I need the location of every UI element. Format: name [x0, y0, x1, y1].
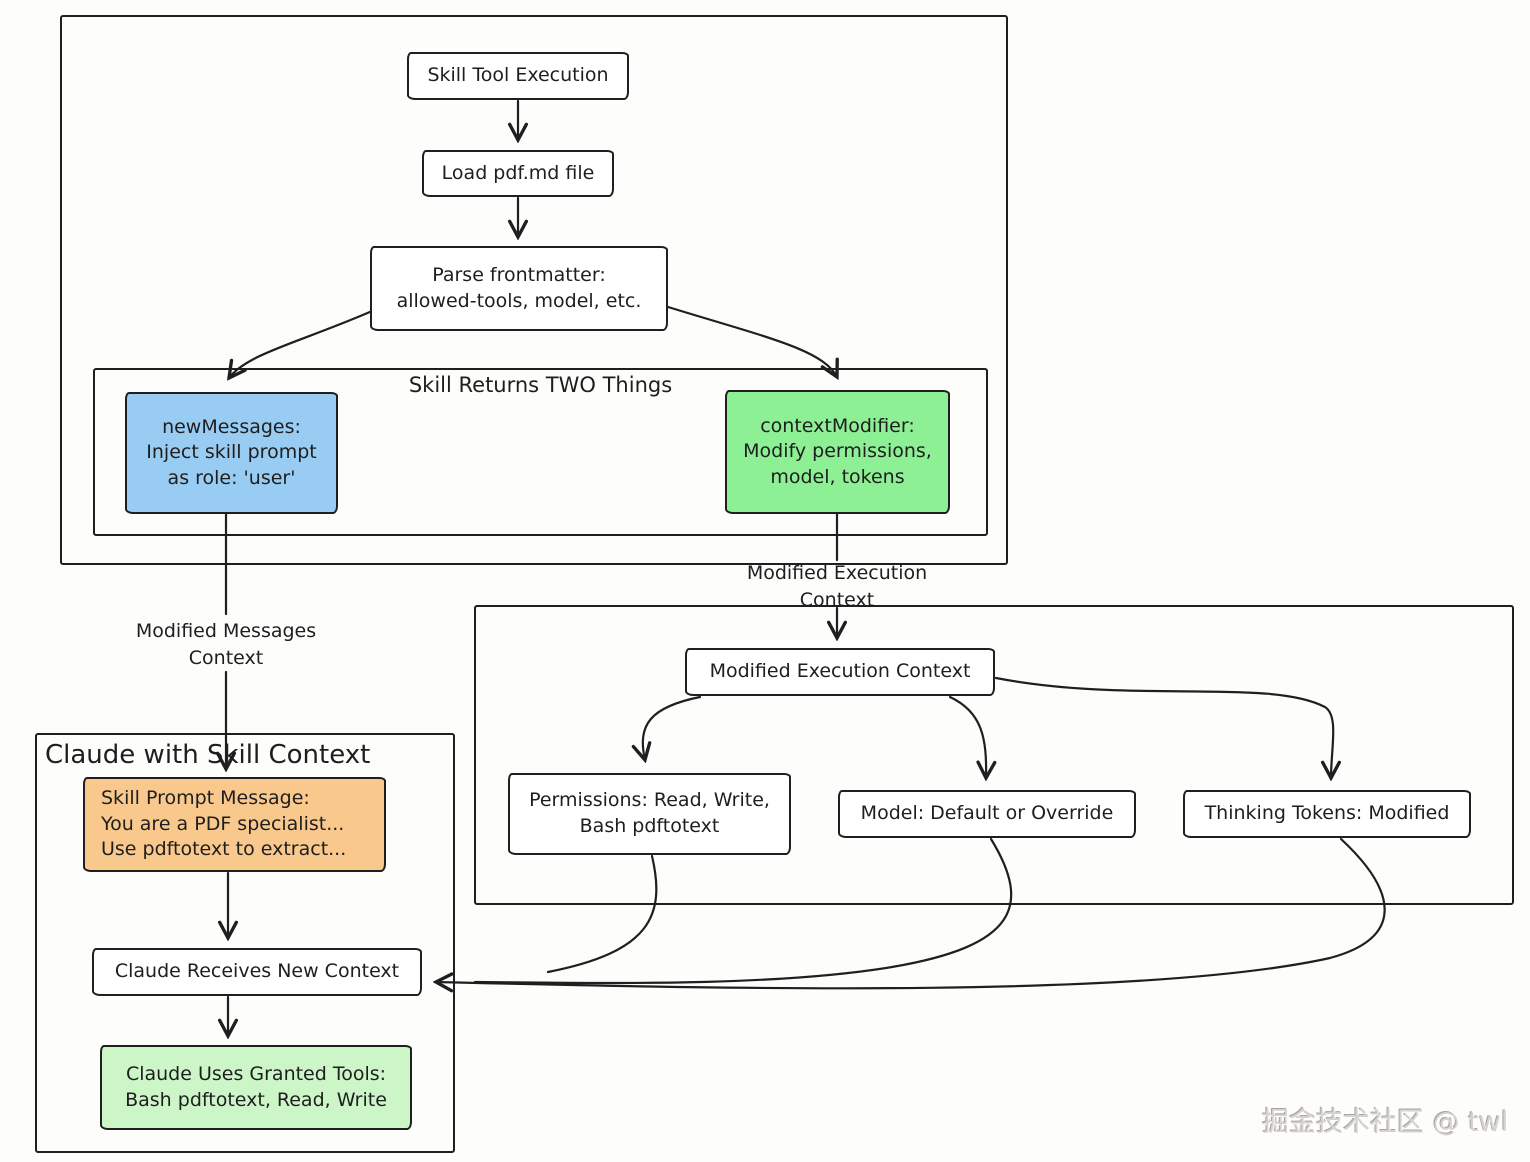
permissions-box: Permissions: Read, Write, Bash pdftotext: [508, 773, 791, 855]
arrow-thinking-to-claude: [436, 837, 1386, 988]
thinking-tokens-box: Thinking Tokens: Modified: [1183, 790, 1471, 838]
watermark-text: 掘金技术社区 @ twl: [1262, 1107, 1509, 1138]
claude-skill-context-title: Claude with Skill Context: [45, 740, 371, 770]
curve-model-to-claude: [473, 837, 1013, 985]
skill-tool-execution-box: Skill Tool Execution: [407, 52, 629, 100]
modified-messages-label: Modified Messages Context: [135, 620, 317, 669]
skill-returns-container: [93, 368, 988, 536]
skill-prompt-message-box: Skill Prompt Message: You are a PDF spec…: [83, 777, 386, 872]
arrow-parse-to-contextmodifier: [650, 300, 837, 377]
claude-receives-box: Claude Receives New Context: [92, 948, 422, 996]
new-messages-box: newMessages: Inject skill prompt as role…: [125, 392, 338, 514]
parse-frontmatter-box: Parse frontmatter: allowed-tools, model,…: [370, 246, 668, 331]
execution-context-container: [474, 605, 1514, 905]
skill-execution-container: [60, 15, 1008, 565]
curve-permissions-to-claude: [546, 854, 658, 974]
arrow-parse-to-newmessages: [229, 302, 390, 378]
arrow-mec-to-thinking: [994, 676, 1333, 778]
claude-skill-context-container: [35, 733, 455, 1153]
skill-returns-title: Skill Returns TWO Things: [408, 373, 673, 397]
arrow-mec-to-permissions: [643, 695, 702, 760]
arrow-mec-to-model: [948, 695, 986, 778]
model-box: Model: Default or Override: [838, 790, 1136, 838]
claude-tools-box: Claude Uses Granted Tools: Bash pdftotex…: [100, 1045, 412, 1130]
modified-execution-label: Modified Execution Context: [746, 562, 928, 611]
load-pdf-box: Load pdf.md file: [422, 150, 614, 197]
modified-execution-context-box: Modified Execution Context: [685, 648, 995, 696]
context-modifier-box: contextModifier: Modify permissions, mod…: [725, 390, 950, 514]
